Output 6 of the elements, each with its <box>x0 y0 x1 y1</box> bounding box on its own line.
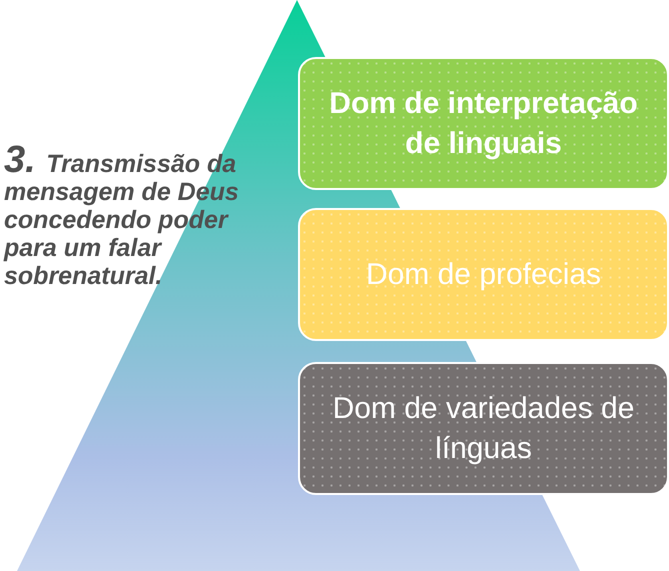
step-text: Dom de variedades de línguas <box>332 390 636 466</box>
step-box <box>298 208 669 341</box>
step-text: Dom de profecias <box>366 256 602 292</box>
step-box <box>298 57 669 190</box>
step-box <box>298 362 669 495</box>
step-text: Dom de interpretação de linguais <box>328 86 639 162</box>
